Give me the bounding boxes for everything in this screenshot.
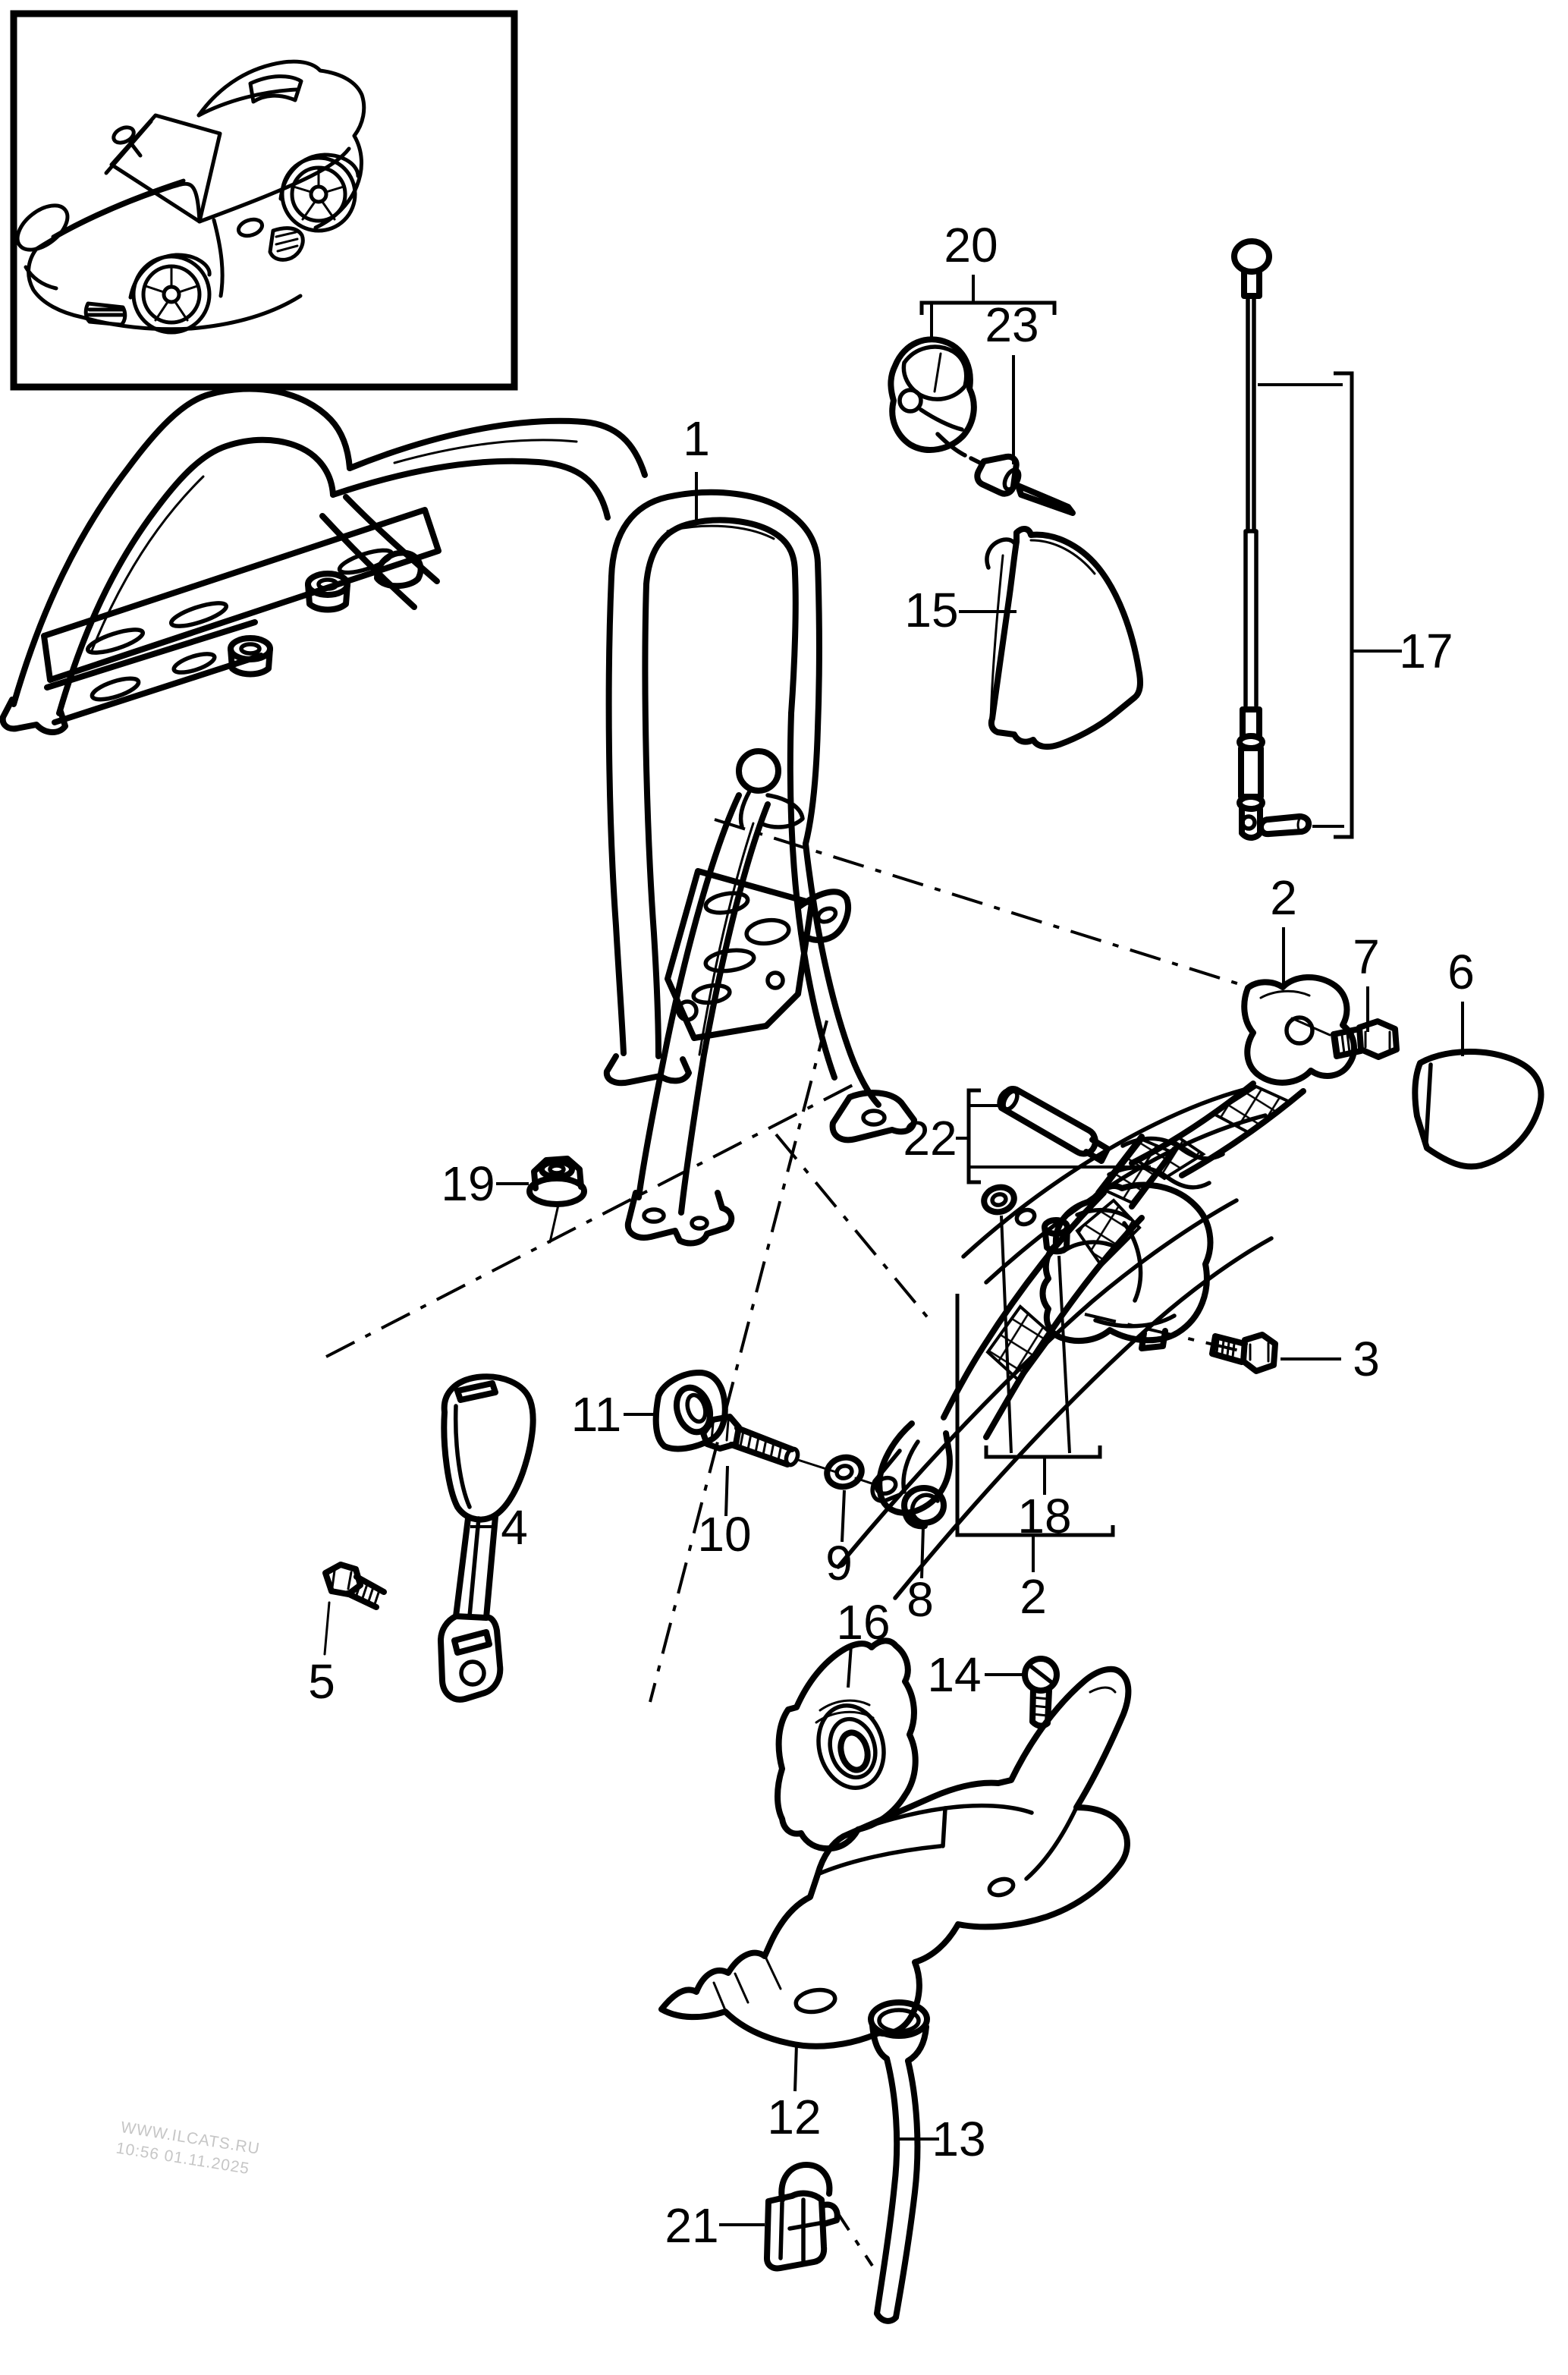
callout-21-label: 21 <box>665 2198 718 2253</box>
callout-16: 16 <box>836 1595 891 1688</box>
callout-2-top: 2 <box>1270 870 1297 983</box>
callout-6: 6 <box>1447 945 1475 1056</box>
callout-22: 22 <box>903 1088 1151 1184</box>
callout-14: 14 <box>927 1647 1023 1702</box>
antenna-pin <box>974 453 1076 516</box>
callout-11: 11 <box>571 1387 655 1442</box>
callout-23: 23 <box>985 297 1039 464</box>
callout-7-label: 7 <box>1353 930 1380 984</box>
callout-3-label: 3 <box>1353 1332 1380 1386</box>
callout-10: 10 <box>697 1465 752 1562</box>
clip-21 <box>764 2162 841 2272</box>
callout-5: 5 <box>308 1654 335 1709</box>
grommet-cover-16 <box>775 1637 919 1852</box>
drain-tube-13 <box>868 1999 930 2324</box>
callout-7: 7 <box>1353 930 1380 1032</box>
watermark: WWW.ILCATS.RU 10:56 01.11.2025 <box>115 2119 261 2178</box>
cover-6 <box>1412 1049 1544 1170</box>
callout-11-label: 11 <box>571 1387 621 1442</box>
callout-9: 9 <box>825 1489 853 1590</box>
stud-bolt <box>1042 1217 1070 1255</box>
phantom-lines <box>325 818 1243 2267</box>
bolt-10 <box>700 1414 880 1487</box>
flange-nut-19 <box>526 1156 587 1244</box>
rail-bushing <box>305 571 350 613</box>
callout-19-label: 19 <box>441 1156 495 1211</box>
roll-bar <box>0 385 917 1247</box>
callout-5-label: 5 <box>308 1654 335 1709</box>
front-wheel-icon <box>128 253 212 335</box>
belt-upper-anchor <box>1241 974 1357 1086</box>
callout-10-label: 10 <box>697 1507 751 1562</box>
car-icon <box>15 59 366 335</box>
callout-6-label: 6 <box>1447 945 1475 999</box>
belt-end-fork <box>870 1420 953 1516</box>
callout-1-label: 1 <box>683 411 710 466</box>
belt-buckle-4 <box>438 1373 536 1703</box>
callout-21: 21 <box>665 2198 765 2253</box>
bolt-7 <box>1331 1018 1400 1060</box>
callout-4-label: 4 <box>501 1500 528 1555</box>
callout-20-label: 20 <box>944 218 998 272</box>
sill-hole <box>1014 1207 1037 1227</box>
nut-8 <box>901 1485 947 1530</box>
grommet-11 <box>652 1370 728 1452</box>
callout-15-label: 15 <box>904 583 958 637</box>
callout-13-label: 13 <box>932 2112 985 2166</box>
callout-20: 20 <box>919 218 1057 339</box>
rail-bushing <box>228 635 273 678</box>
callout-17-label: 17 <box>1399 624 1453 678</box>
callout-17: 17 <box>1258 371 1453 839</box>
callout-3: 3 <box>1280 1332 1380 1386</box>
belt-retractor <box>1039 1181 1214 1351</box>
antenna <box>1231 238 1312 841</box>
callout-22-label: 22 <box>903 1111 957 1165</box>
callout-1: 1 <box>683 411 710 524</box>
callout-4: 4 <box>470 1500 528 1555</box>
washer-9 <box>824 1454 865 1490</box>
car-box-border <box>10 10 518 391</box>
trim-panel-12 <box>658 1666 1132 2049</box>
bolt-3 <box>1209 1332 1278 1374</box>
seat-belt-webbing <box>836 1081 1306 1600</box>
callout-16-label: 16 <box>836 1595 890 1650</box>
roll-bar-trim-cover <box>985 526 1144 750</box>
callout-12: 12 <box>767 2043 822 2144</box>
callout-23-label: 23 <box>985 297 1039 352</box>
antenna-mount <box>888 336 982 465</box>
washer-ring <box>981 1184 1017 1216</box>
pin-22 <box>997 1085 1111 1164</box>
callout-14-label: 14 <box>927 1647 981 1702</box>
car-thumbnail <box>10 10 518 391</box>
callout-2-top-label: 2 <box>1270 870 1297 925</box>
bolt-5 <box>322 1562 387 1656</box>
callout-2-bottom: 2 <box>955 1294 1115 1624</box>
callout-13: 13 <box>900 2112 986 2166</box>
callout-12-label: 12 <box>767 2090 821 2144</box>
callout-8-label: 8 <box>907 1572 934 1627</box>
callout-9-label: 9 <box>825 1536 853 1590</box>
callout-2-bottom-label: 2 <box>1020 1569 1047 1624</box>
callout-15: 15 <box>904 583 1017 637</box>
callout-8: 8 <box>907 1526 934 1627</box>
callout-19: 19 <box>441 1156 529 1211</box>
